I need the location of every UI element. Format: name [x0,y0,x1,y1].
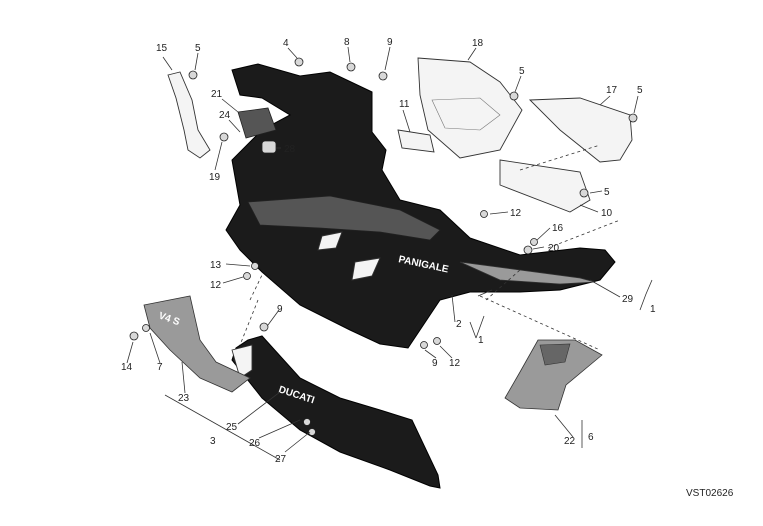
callout-20: 20 [548,243,560,254]
callout-7: 7 [157,362,163,373]
fairing-vent-2 [351,257,381,281]
inner-cover-detail [539,343,571,366]
callout-24: 24 [219,110,231,121]
side-inner-panel [528,97,633,163]
callout-29: 29 [622,294,634,305]
hardware-items [129,57,638,436]
screw-icon [219,132,229,142]
screw-icon [480,210,488,218]
screw-icon [433,337,441,345]
callout-9: 9 [387,37,393,48]
mounting-bracket [167,71,211,159]
nut-icon [188,70,198,80]
callout-5: 5 [637,85,643,96]
callout-5: 5 [195,43,201,54]
rivet-icon [308,428,316,436]
callout-4: 4 [283,38,289,49]
screw-icon [129,331,139,341]
callout-18: 18 [472,38,484,49]
nut-icon [628,113,638,123]
callout-labels: 15 5 4 8 9 18 5 17 5 11 21 24 28 19 5 10… [121,37,734,499]
callout-21: 21 [211,89,223,100]
diagram-code: VST02626 [686,488,734,499]
callout-27: 27 [275,454,287,465]
callout-25: 25 [226,422,238,433]
callout-28: 28 [284,144,296,155]
rivet-icon [303,418,311,426]
callout-19: 19 [209,172,221,183]
callout-8: 8 [344,37,350,48]
grommet-icon [294,57,304,67]
clip-icon [420,341,428,349]
leader-lines [126,46,653,461]
callout-5: 5 [519,66,525,77]
callout-6: 6 [588,432,594,443]
callout-2: 2 [456,319,462,330]
callout-17: 17 [606,85,618,96]
air-duct-panel [417,57,523,159]
callout-3: 3 [210,436,216,447]
spacer [261,140,277,154]
callout-5: 5 [604,187,610,198]
callout-14: 14 [121,362,133,373]
side-trim-piece: V4 S [143,295,251,393]
callout-15: 15 [156,43,168,54]
callout-13: 13 [210,260,222,271]
rubber-pad [237,107,277,139]
upper-fairing-panel: PANIGALE [225,63,616,349]
callout-12: 12 [510,208,522,219]
callout-11: 11 [399,99,410,110]
washer-icon [251,262,259,270]
callout-10: 10 [601,208,613,219]
callout-26: 26 [249,438,261,449]
nut-icon [509,91,519,101]
callout-22: 22 [564,436,576,447]
nut-icon [346,62,356,72]
screw-icon [243,272,251,280]
clip-icon [259,322,269,332]
callout-9: 9 [432,358,438,369]
callout-1: 1 [650,304,656,315]
inner-cover-panel [504,339,603,411]
washer-icon [142,324,150,332]
lower-belly-pan: DUCATI [231,335,441,489]
callout-12: 12 [449,358,461,369]
washer-icon [523,245,533,255]
washer-icon [530,238,538,246]
bracket-strip [499,159,591,213]
callout-12: 12 [210,280,222,291]
callout-9: 9 [277,304,283,315]
callout-1: 1 [478,335,484,346]
callout-23: 23 [178,393,190,404]
fairing-vent-1 [317,231,343,251]
callout-16: 16 [552,223,564,234]
clip-icon [378,71,388,81]
nut-icon [579,188,589,198]
clip-bracket [397,129,435,153]
